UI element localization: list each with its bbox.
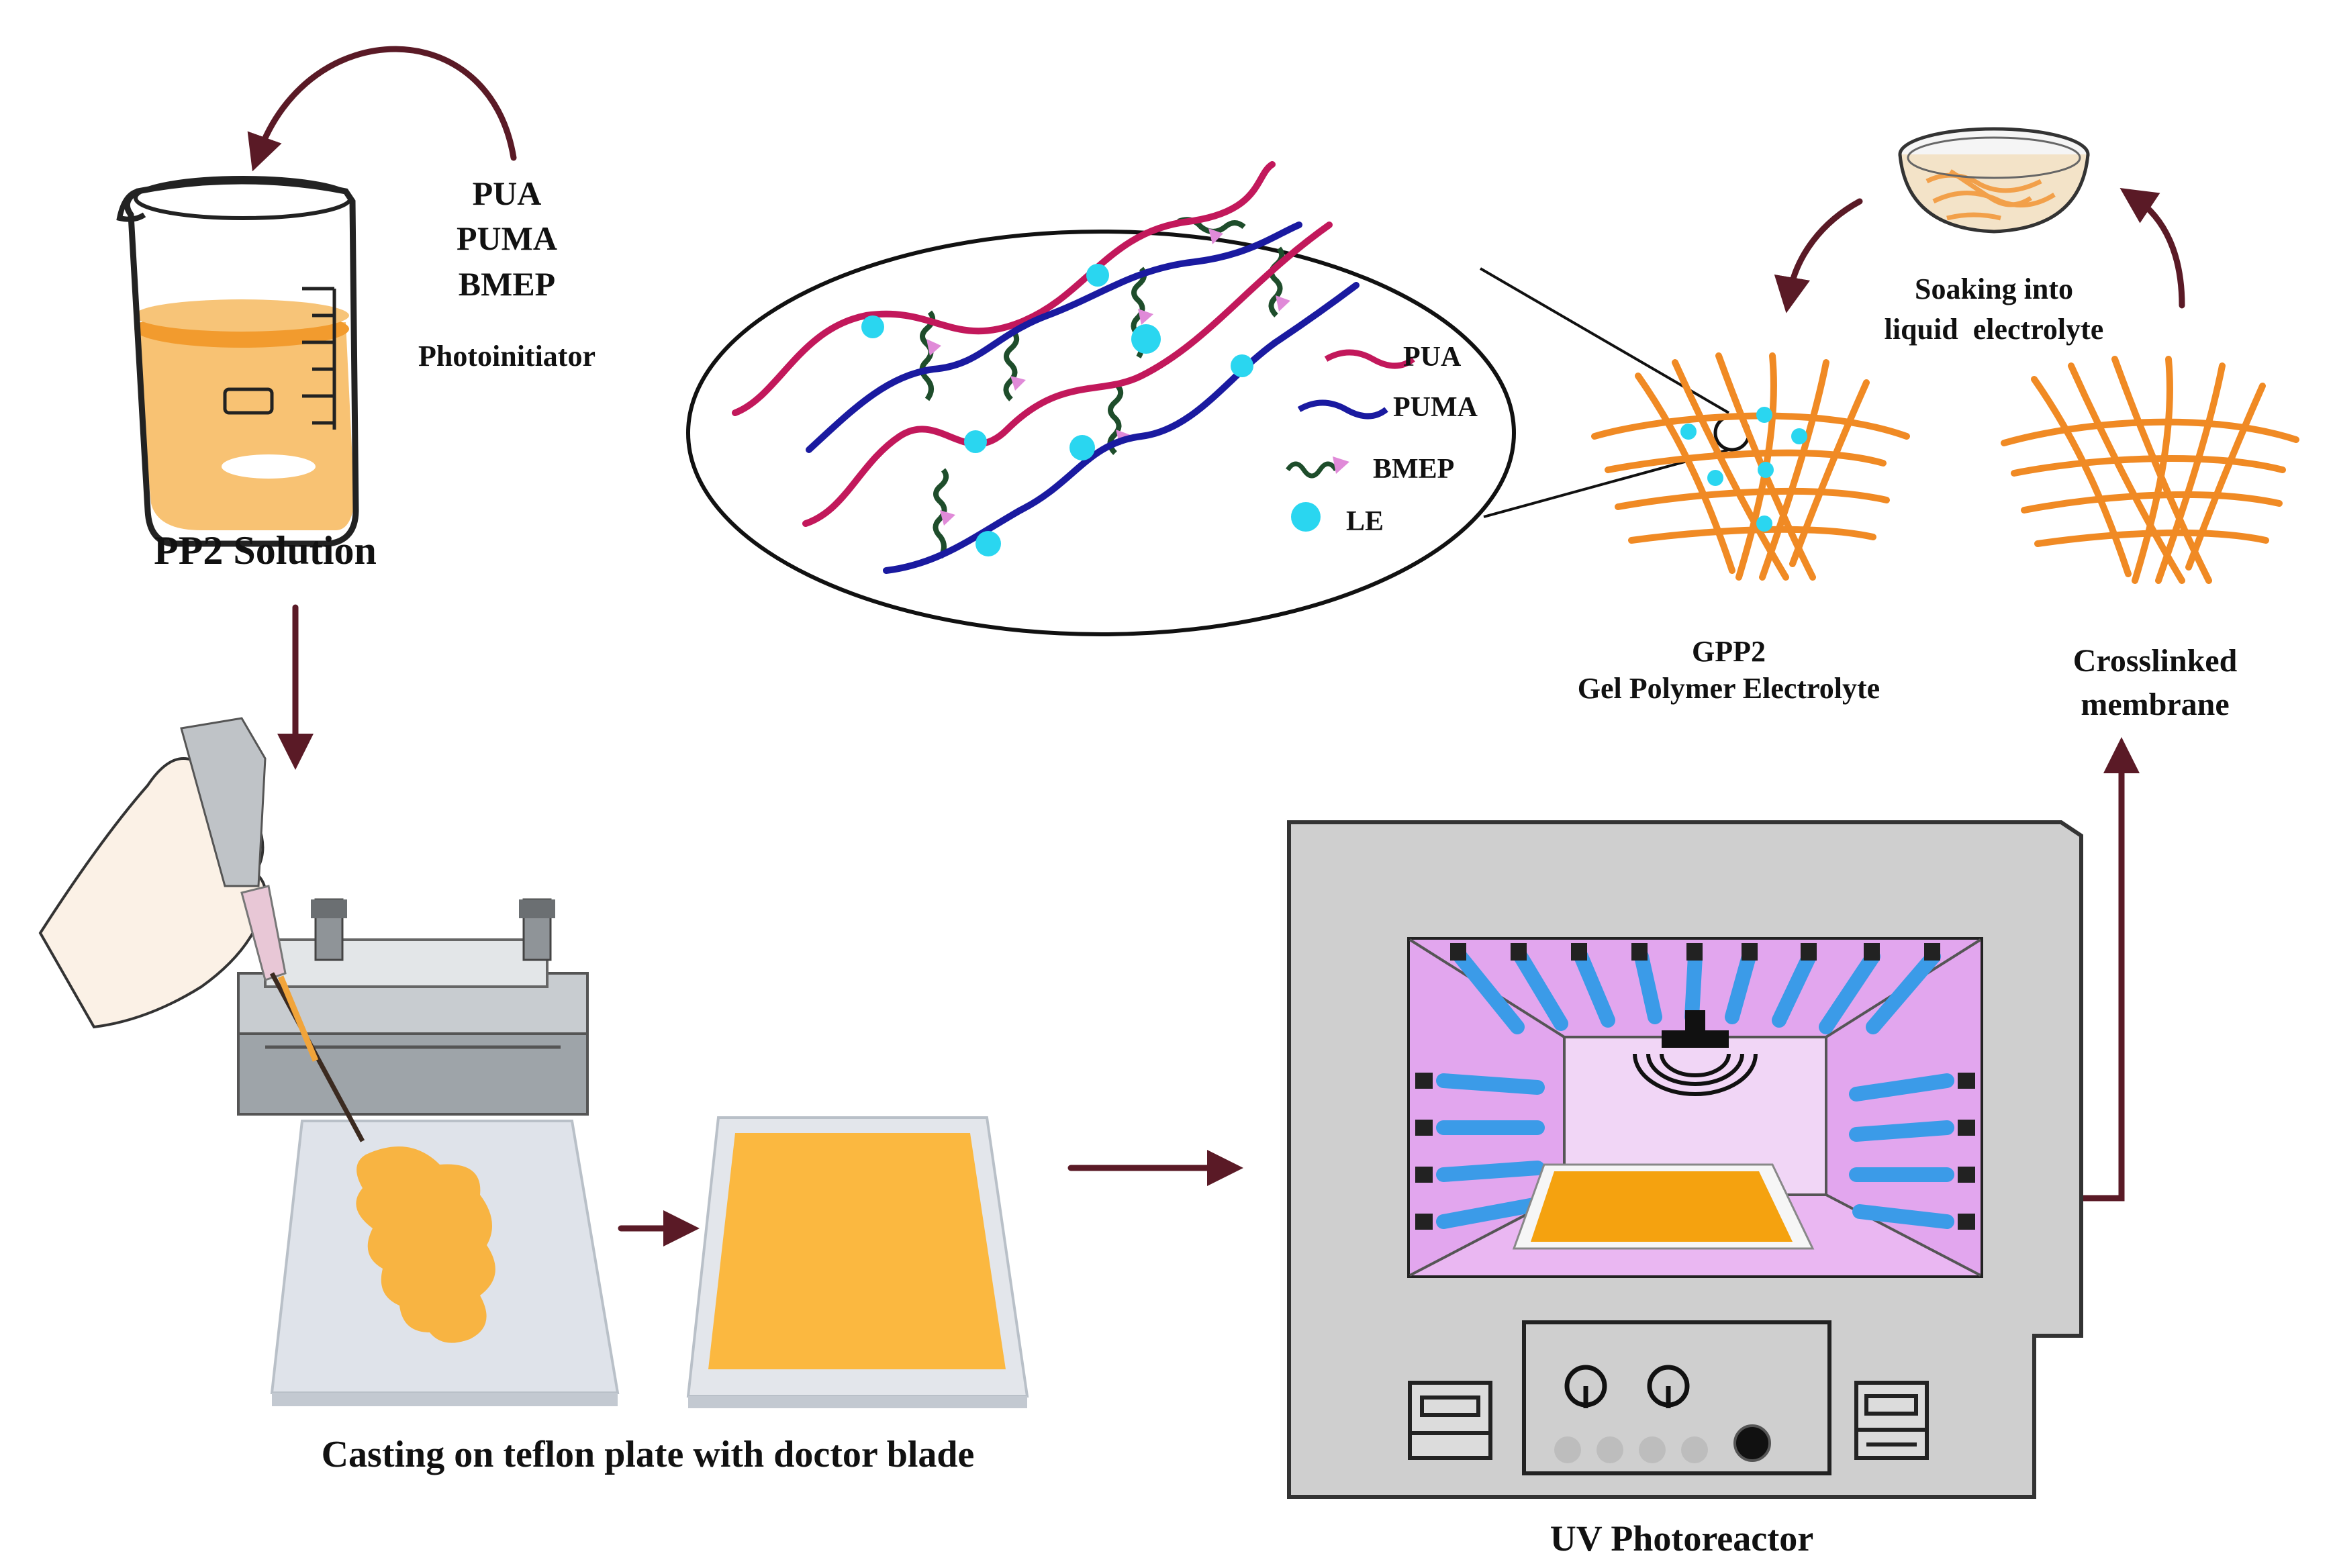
uv-lamp-sockets bbox=[1415, 943, 1975, 1230]
arrow-soaking-to-gpp2 bbox=[1774, 198, 1863, 313]
uv-lamp-icon bbox=[1436, 949, 1954, 1229]
power-button bbox=[1733, 1424, 1771, 1462]
network-legend: PUA PUMA BMEP LE bbox=[1286, 342, 1478, 537]
soaking-label-line2: liquid electrolyte bbox=[1885, 313, 2104, 346]
teflon-plate-left bbox=[270, 1120, 620, 1406]
legend-swatch-puma bbox=[1297, 399, 1388, 420]
uv-emitter-icon bbox=[1633, 1010, 1758, 1096]
soaking-label-line1: Soaking into bbox=[1915, 273, 2073, 305]
control-knobs bbox=[1564, 1365, 1690, 1408]
uv-photoreactor bbox=[1287, 820, 2083, 1499]
crosslinked-label-line1: Crosslinked bbox=[2073, 643, 2238, 679]
legend-swatch-le bbox=[1291, 502, 1321, 532]
beaker-icon bbox=[116, 176, 359, 547]
reagent-label: BMEP bbox=[459, 265, 555, 303]
bmep-nodes bbox=[926, 228, 1290, 526]
cast-film bbox=[708, 1133, 1006, 1369]
legend-label-bmep: BMEP bbox=[1373, 454, 1454, 485]
crosslinked-label-line2: membrane bbox=[2081, 687, 2229, 722]
crosslinked-mesh bbox=[2001, 356, 2299, 584]
arrow-membrane-to-soaking bbox=[2119, 188, 2185, 309]
pua-chains bbox=[732, 161, 1333, 527]
gpp2-label-line2: Gel Polymer Electrolyte bbox=[1578, 672, 1880, 705]
hand-pipette-icon bbox=[38, 717, 365, 1142]
reactor-film bbox=[1531, 1171, 1793, 1242]
uv-photoreactor-label: UV Photoreactor bbox=[1550, 1518, 1813, 1559]
pp2-solution-label: PP2 Solution bbox=[154, 528, 377, 573]
legend-swatch-bmep-node bbox=[1333, 456, 1349, 474]
petri-dish-icon bbox=[1898, 127, 2090, 234]
legend-swatch-pua bbox=[1324, 349, 1415, 369]
indicator-lights bbox=[1554, 1436, 1708, 1463]
photoinitiator-label: Photoinitiator bbox=[418, 340, 595, 373]
casting-label: Casting on teflon plate with doctor blad… bbox=[322, 1434, 975, 1475]
side-vent-right bbox=[1854, 1381, 1929, 1460]
polymer-network-zoom: PUA PUMA BMEP LE bbox=[686, 161, 1516, 636]
teflon-plate-right bbox=[686, 1116, 1029, 1408]
side-vent-left bbox=[1408, 1381, 1492, 1460]
doctor-blade-icon bbox=[237, 898, 589, 1116]
le-droplets bbox=[861, 264, 1253, 556]
arrow-reagents-to-beaker bbox=[247, 46, 517, 172]
legend-swatch-bmep bbox=[1286, 461, 1338, 479]
reagent-label: PUA bbox=[473, 175, 542, 212]
legend-label-le: LE bbox=[1346, 506, 1384, 537]
gpp2-label-line1: GPP2 bbox=[1692, 635, 1766, 668]
legend-label-puma: PUMA bbox=[1393, 392, 1478, 423]
gpp2-mesh bbox=[1591, 352, 1910, 581]
gpp2-le-droplets bbox=[1680, 407, 1807, 532]
reagent-label: PUMA bbox=[457, 219, 557, 257]
legend-label-pua: PUA bbox=[1403, 342, 1462, 373]
cast-solution-blob bbox=[356, 1146, 495, 1343]
puma-chains bbox=[806, 222, 1360, 574]
